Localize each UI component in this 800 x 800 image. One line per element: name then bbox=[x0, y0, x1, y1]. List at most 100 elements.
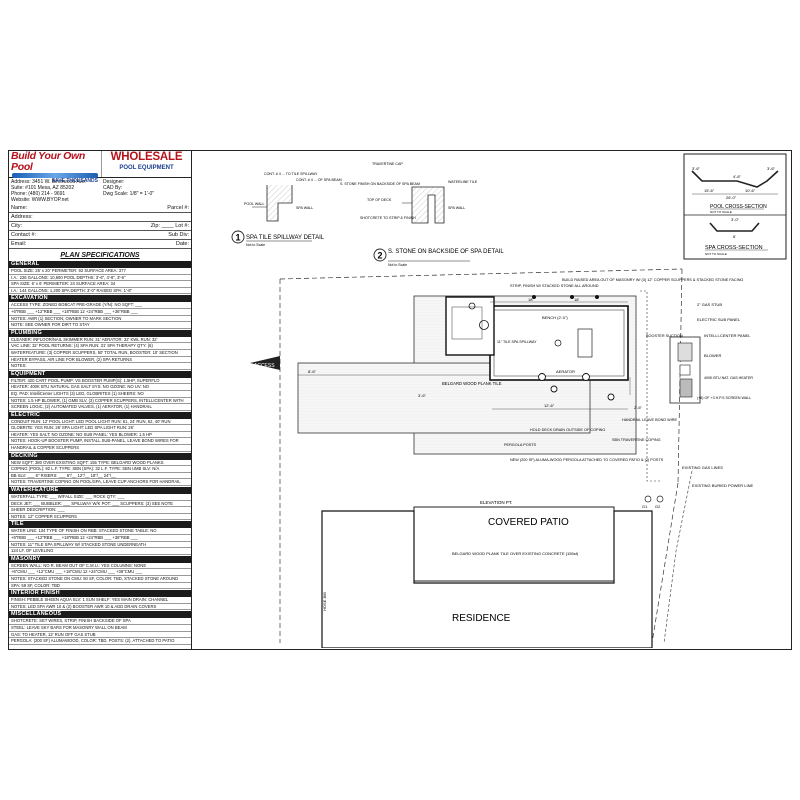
spec-line: GAS: TO HEATER, 12' RUN OFF GAS STUB bbox=[9, 632, 191, 639]
spec-section-heading: EXCAVATION bbox=[9, 295, 191, 303]
stone-backside-detail: TRAVERTINE CAP S. STONE FINISH ON BACKSI… bbox=[340, 162, 504, 267]
wholesale-logo: WHOLESALE POOL EQUIPMENT bbox=[101, 151, 191, 177]
covered-patio-label: COVERED PATIO bbox=[488, 517, 569, 528]
aerator-label: AERATOR bbox=[556, 369, 575, 374]
covered-patio bbox=[413, 506, 615, 582]
byop-logo-tagline: SAVE THOUSANDS bbox=[51, 178, 98, 184]
spec-line: SHOTCRETE: SET WIRES, STRIP, FINISH BACK… bbox=[9, 618, 191, 625]
spec-section-heading: INTERIOR FINISH bbox=[9, 590, 191, 598]
build-raised-label: BUILD RAISED AREA OUT OF MASONRY W/ (3) … bbox=[562, 278, 743, 282]
dim-label: 3'-6" bbox=[418, 393, 427, 398]
field-label: Contact #: bbox=[11, 232, 37, 238]
detail2-label: WATERLINE TILE bbox=[448, 180, 478, 184]
spec-line: FILTER: 420 CART POOL PUMP: VS BOOSTER P… bbox=[9, 378, 191, 385]
elevation-label: ELEVATION PT. bbox=[480, 500, 512, 505]
strip-finish-label: STRIP, FINISH W/ STACKED STONE ALL AROUN… bbox=[510, 284, 599, 288]
spec-line: HEATER: YES SALT: NO OZONE: NO SUB PANEL… bbox=[9, 432, 191, 439]
spec-line: NOTES: 1.5 HP BLOWER, (1) GMB SLV, (3) C… bbox=[9, 398, 191, 405]
client-field-row: Name:Parcel #: bbox=[9, 204, 191, 213]
tile-spillway-label: 11" TILE SPA SPILLWAY bbox=[497, 340, 537, 344]
spec-line: STEEL: LEAVE SKY BARS FOR MASONRY WALL O… bbox=[9, 625, 191, 632]
spec-line: POOL SIZE: 26' x 20' PERIMETER: 92 SURFA… bbox=[9, 268, 191, 275]
address-line: Address: 3451 W. Birchwood Ave. bbox=[11, 179, 87, 185]
spec-section-heading: PLUMBING bbox=[9, 329, 191, 337]
field-label: Name: bbox=[11, 205, 28, 211]
spec-line: FINISH: PEBBLE SHEEN AQUA SLV: 1 SUN SHE… bbox=[9, 597, 191, 604]
detail2-label: SPA WALL bbox=[448, 206, 465, 210]
spa-dim: 3'-0" bbox=[731, 217, 740, 222]
pool-dim: 3'-6" bbox=[692, 166, 701, 171]
spec-line: SHEER DESCRIPTION: ___ bbox=[9, 507, 191, 514]
field-label: Sub Div: bbox=[168, 232, 189, 238]
dim-label: 18' bbox=[528, 297, 533, 302]
g2-label: G2 bbox=[655, 504, 661, 509]
spec-line: +6"RBB ___ +12"RBB ___ +18"RBB 12 +24"RB… bbox=[9, 309, 191, 316]
spec-line: 124 LF. OF LEVELING bbox=[9, 548, 191, 555]
detail1-number: 1 bbox=[236, 233, 241, 243]
detail2-label: TRAVERTINE CAP bbox=[372, 162, 403, 166]
spec-section-heading: MASONRY bbox=[9, 555, 191, 563]
detail1-title: SPA TILE SPILLWAY DETAIL bbox=[246, 235, 325, 241]
pool-section-scale: NOT TO SCALE bbox=[710, 210, 732, 214]
electric-sub-label: ELECTRIC SUB PANEL bbox=[697, 317, 741, 322]
pool-section-title: POOL CROSS-SECTION bbox=[710, 204, 767, 210]
bench-label: BENCH (2'-0") bbox=[542, 315, 568, 320]
gas-line bbox=[640, 290, 662, 482]
site-plan-drawing: CONT. # 4 ... TO TILE SPILLWAY CONT. # 4… bbox=[192, 151, 791, 649]
spec-line: BB SLV: ___ 6" RISERS: ___ 6"/__ 12"/__ … bbox=[9, 473, 191, 480]
address-line: Website: WWW.BYOP.net bbox=[11, 197, 69, 203]
field-label: Zip: ____ Lot #: bbox=[150, 223, 189, 229]
field-label: City: bbox=[11, 223, 22, 229]
detail2-title: S. STONE ON BACKSIDE OF SPA DETAIL bbox=[388, 249, 504, 255]
spec-line: GLOBRITE: YES RUN: 26' SPA LIGHT: LED SP… bbox=[9, 425, 191, 432]
spec-line: NOTES: AWR (1) SECTION; OWNER TO MARK SE… bbox=[9, 316, 191, 323]
spec-section-heading: DECKING bbox=[9, 452, 191, 460]
spec-line: NOTES: bbox=[9, 363, 191, 370]
access-arrow: ACCESS bbox=[250, 356, 280, 370]
client-field-row: Contact #: Sub Div: bbox=[9, 231, 191, 240]
spec-line: NOTES: STACKED STONE ON CMU: 50 SF, COLO… bbox=[9, 576, 191, 583]
pool-dim: 15'-6" bbox=[704, 188, 715, 193]
wave-icon bbox=[12, 173, 98, 178]
byop-logo: Build Your Own Pool SAVE THOUSANDS bbox=[9, 151, 101, 184]
spec-line: I.A.: 144 GALLONS: 1,200 SPA DEPTH: 3'-0… bbox=[9, 288, 191, 295]
scale-field: Dwg Scale: 1/8" = 1'-0" bbox=[103, 191, 155, 197]
property-lines bbox=[279, 268, 683, 644]
detail2-number: 2 bbox=[378, 251, 383, 261]
spec-line: WATERFEATURE: (3) COPPER SCUPPERS, 50' T… bbox=[9, 350, 191, 357]
byop-logo-title: Build Your Own Pool bbox=[11, 151, 85, 173]
blower-label: BLOWER bbox=[704, 353, 721, 358]
pool-dim: 10'-6" bbox=[745, 188, 756, 193]
detail1-label: POOL WALL bbox=[244, 202, 265, 206]
dim-label: 18' bbox=[574, 297, 579, 302]
pool-dim: 3'-6" bbox=[767, 166, 776, 171]
address-line: Suite: #101 Mesa, AZ 85202 bbox=[11, 185, 75, 191]
spec-line: DECK JET: ___ BUBBLER: ___ SPILLWAY W/K … bbox=[9, 501, 191, 508]
spec-line: +6"RBB ___ +12"RBB ___ +18"RBB 12 +24"RB… bbox=[9, 535, 191, 542]
logo-row: Build Your Own Pool SAVE THOUSANDS WHOLE… bbox=[9, 151, 191, 184]
spec-section-heading: MISCELLANEOUS bbox=[9, 611, 191, 619]
spec-section-heading: TILE bbox=[9, 521, 191, 529]
pool-dim: 26'-0" bbox=[726, 195, 737, 200]
dim-label: 8'-6" bbox=[308, 369, 317, 374]
spec-line: NOTES: HOOK-UP BOOSTER PUMP, INSTALL SUB… bbox=[9, 438, 191, 446]
spec-line: NEW SQFT: 380 OVER EXISTING SQFT: 155 TY… bbox=[9, 460, 191, 467]
spec-line: HEATER BYPASS, AIR LINE FOR BLOWER, (2) … bbox=[9, 357, 191, 364]
booster-label: BOOSTER SUCTION bbox=[646, 334, 683, 338]
spec-line: SCREEN WALL: NO R. BEAM OUT OF C.M.U.: Y… bbox=[9, 563, 191, 570]
detail2-label: SHOTCRETE TO STRIP & FINISH bbox=[360, 216, 416, 220]
belgard-over-label: BELGARD WOOD PLANK TILE OVER EXISTING CO… bbox=[452, 551, 579, 556]
hold-deck-label: HOLD DECK DRAIN OUTSIDE OF COPING bbox=[530, 428, 605, 432]
spa-interior bbox=[451, 306, 483, 340]
detail1-label: SPA WALL bbox=[296, 206, 313, 210]
cad-by-field: CAD By: bbox=[103, 185, 123, 191]
access-label: ACCESS bbox=[254, 363, 275, 369]
field-label: Address: bbox=[11, 214, 33, 220]
spa-tile-spillway-detail: CONT. # 4 ... TO TILE SPILLWAY CONT. # 4… bbox=[231, 172, 342, 247]
equipment-pad bbox=[669, 336, 701, 404]
spec-section-heading: WATERFEATURE bbox=[9, 487, 191, 495]
intelli-label: INTELLI-CENTER PANEL bbox=[704, 333, 751, 338]
gas-stub-label: 2" GAS STUB bbox=[697, 302, 722, 307]
heater-label: 400K BTU NAT. GAS HEATER bbox=[704, 376, 753, 380]
